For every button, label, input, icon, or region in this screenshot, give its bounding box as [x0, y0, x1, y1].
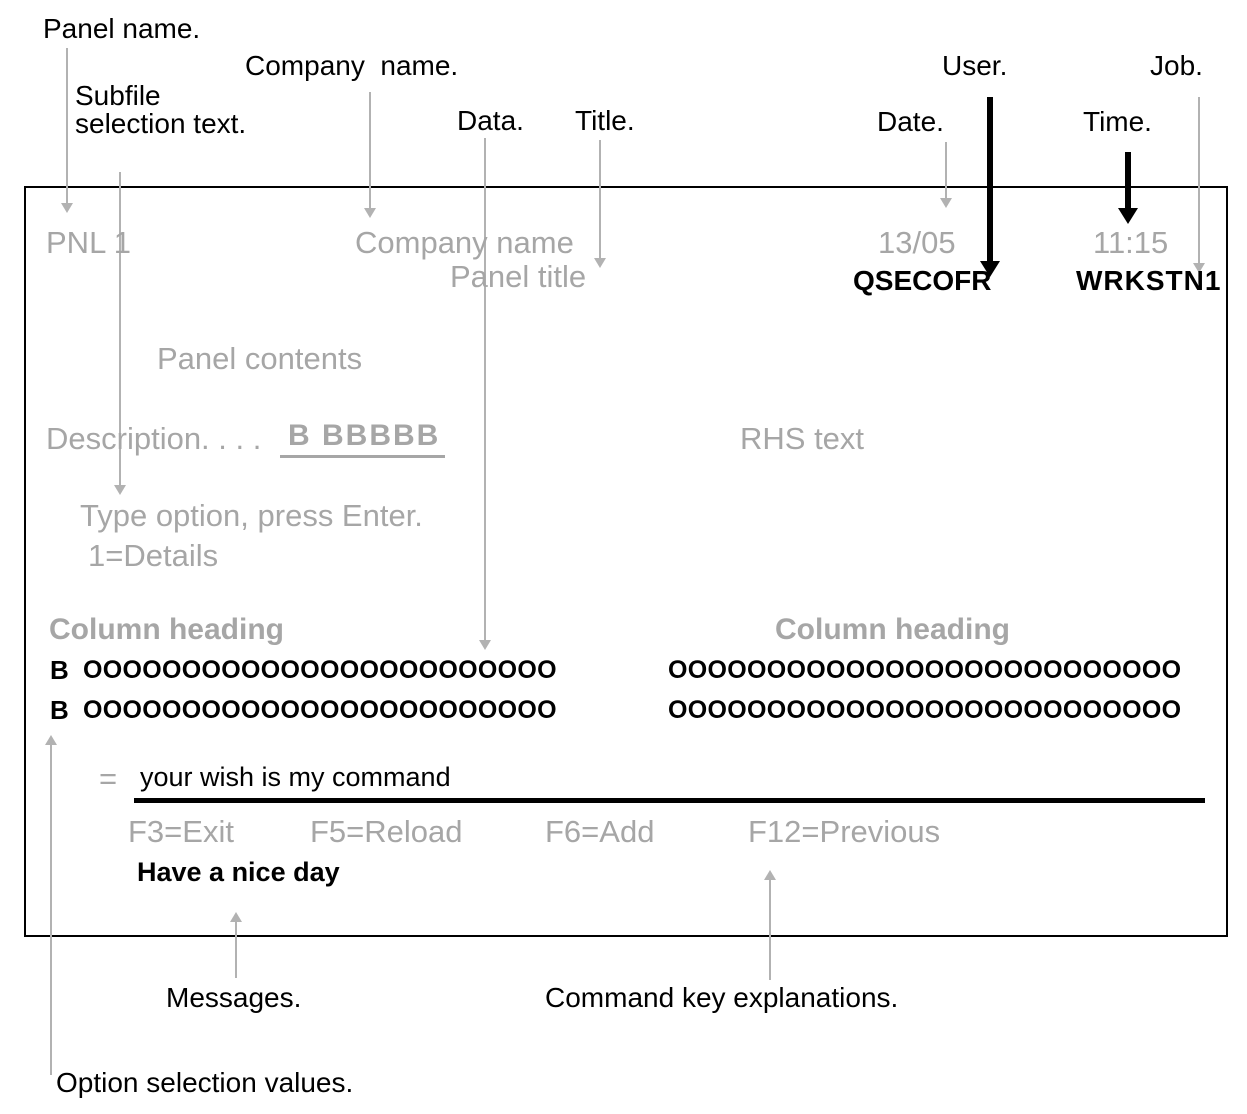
command-input[interactable]: your wish is my command	[140, 762, 451, 792]
label-subfile-line1: Subfile	[75, 80, 161, 111]
subfile-option-text: 1=Details	[88, 538, 219, 573]
label-date: Date.	[877, 106, 944, 137]
arrow-user-thick	[987, 97, 993, 261]
description-input[interactable]: B BBBBB	[288, 419, 441, 452]
label-time: Time.	[1083, 106, 1152, 137]
date-text: 13/05	[878, 225, 956, 260]
arrow-option-values	[50, 745, 52, 1075]
label-command-keys: Command key explanations.	[545, 982, 899, 1013]
label-title: Title.	[575, 105, 635, 136]
panel-title-text: Panel title	[450, 259, 587, 294]
fkey-f12[interactable]: F12=Previous	[748, 814, 941, 849]
job-text: WRKSTN1	[1076, 265, 1222, 296]
label-job: Job.	[1150, 50, 1203, 81]
arrow-messages	[235, 922, 237, 978]
row-output-left: OOOOOOOOOOOOOOOOOOOOOOOO	[83, 696, 557, 724]
row-output-right: OOOOOOOOOOOOOOOOOOOOOOOOOO	[668, 696, 1182, 724]
fkey-f6[interactable]: F6=Add	[545, 814, 655, 849]
label-user: User.	[942, 50, 1008, 81]
row-output-left: OOOOOOOOOOOOOOOOOOOOOOOO	[83, 656, 557, 684]
arrow-company-name	[369, 92, 371, 208]
rhs-text: RHS text	[740, 421, 865, 456]
arrow-data	[484, 138, 486, 640]
command-prompt: =	[99, 761, 118, 796]
panel-name-text: PNL 1	[46, 225, 132, 260]
company-name-text: Company name	[355, 225, 574, 260]
label-data: Data.	[457, 105, 524, 136]
column-heading-right: Column heading	[775, 613, 1010, 646]
time-text: 11:15	[1093, 225, 1169, 260]
description-underline	[280, 455, 445, 458]
subfile-prompt-text: Type option, press Enter.	[80, 498, 423, 533]
arrow-command-keys	[769, 880, 771, 980]
label-messages: Messages.	[166, 982, 302, 1013]
arrow-panel-name	[66, 48, 68, 203]
label-subfile-line2: selection text.	[75, 108, 247, 139]
panel-screen-border	[24, 186, 1228, 937]
fkey-f3[interactable]: F3=Exit	[128, 814, 234, 849]
arrow-date	[945, 142, 947, 198]
arrow-subfile-text	[119, 172, 121, 485]
label-company-name: Company name.	[245, 50, 459, 81]
user-text: QSECOFR	[853, 265, 992, 296]
fkey-f5[interactable]: F5=Reload	[310, 814, 463, 849]
panel-contents-text: Panel contents	[157, 341, 363, 376]
row-option-cell[interactable]: B	[50, 655, 69, 685]
command-line-rule	[134, 798, 1205, 803]
row-output-right: OOOOOOOOOOOOOOOOOOOOOOOOOO	[668, 656, 1182, 684]
column-heading-left: Column heading	[49, 613, 284, 646]
label-panel-name: Panel name.	[43, 13, 201, 44]
description-label: Description. . . .	[46, 421, 262, 456]
row-option-cell[interactable]: B	[50, 695, 69, 725]
arrow-time-thick	[1125, 152, 1131, 208]
arrow-job	[1198, 97, 1200, 263]
message-text: Have a nice day	[137, 857, 340, 887]
label-option-values: Option selection values.	[56, 1067, 354, 1098]
arrow-title	[599, 140, 601, 258]
